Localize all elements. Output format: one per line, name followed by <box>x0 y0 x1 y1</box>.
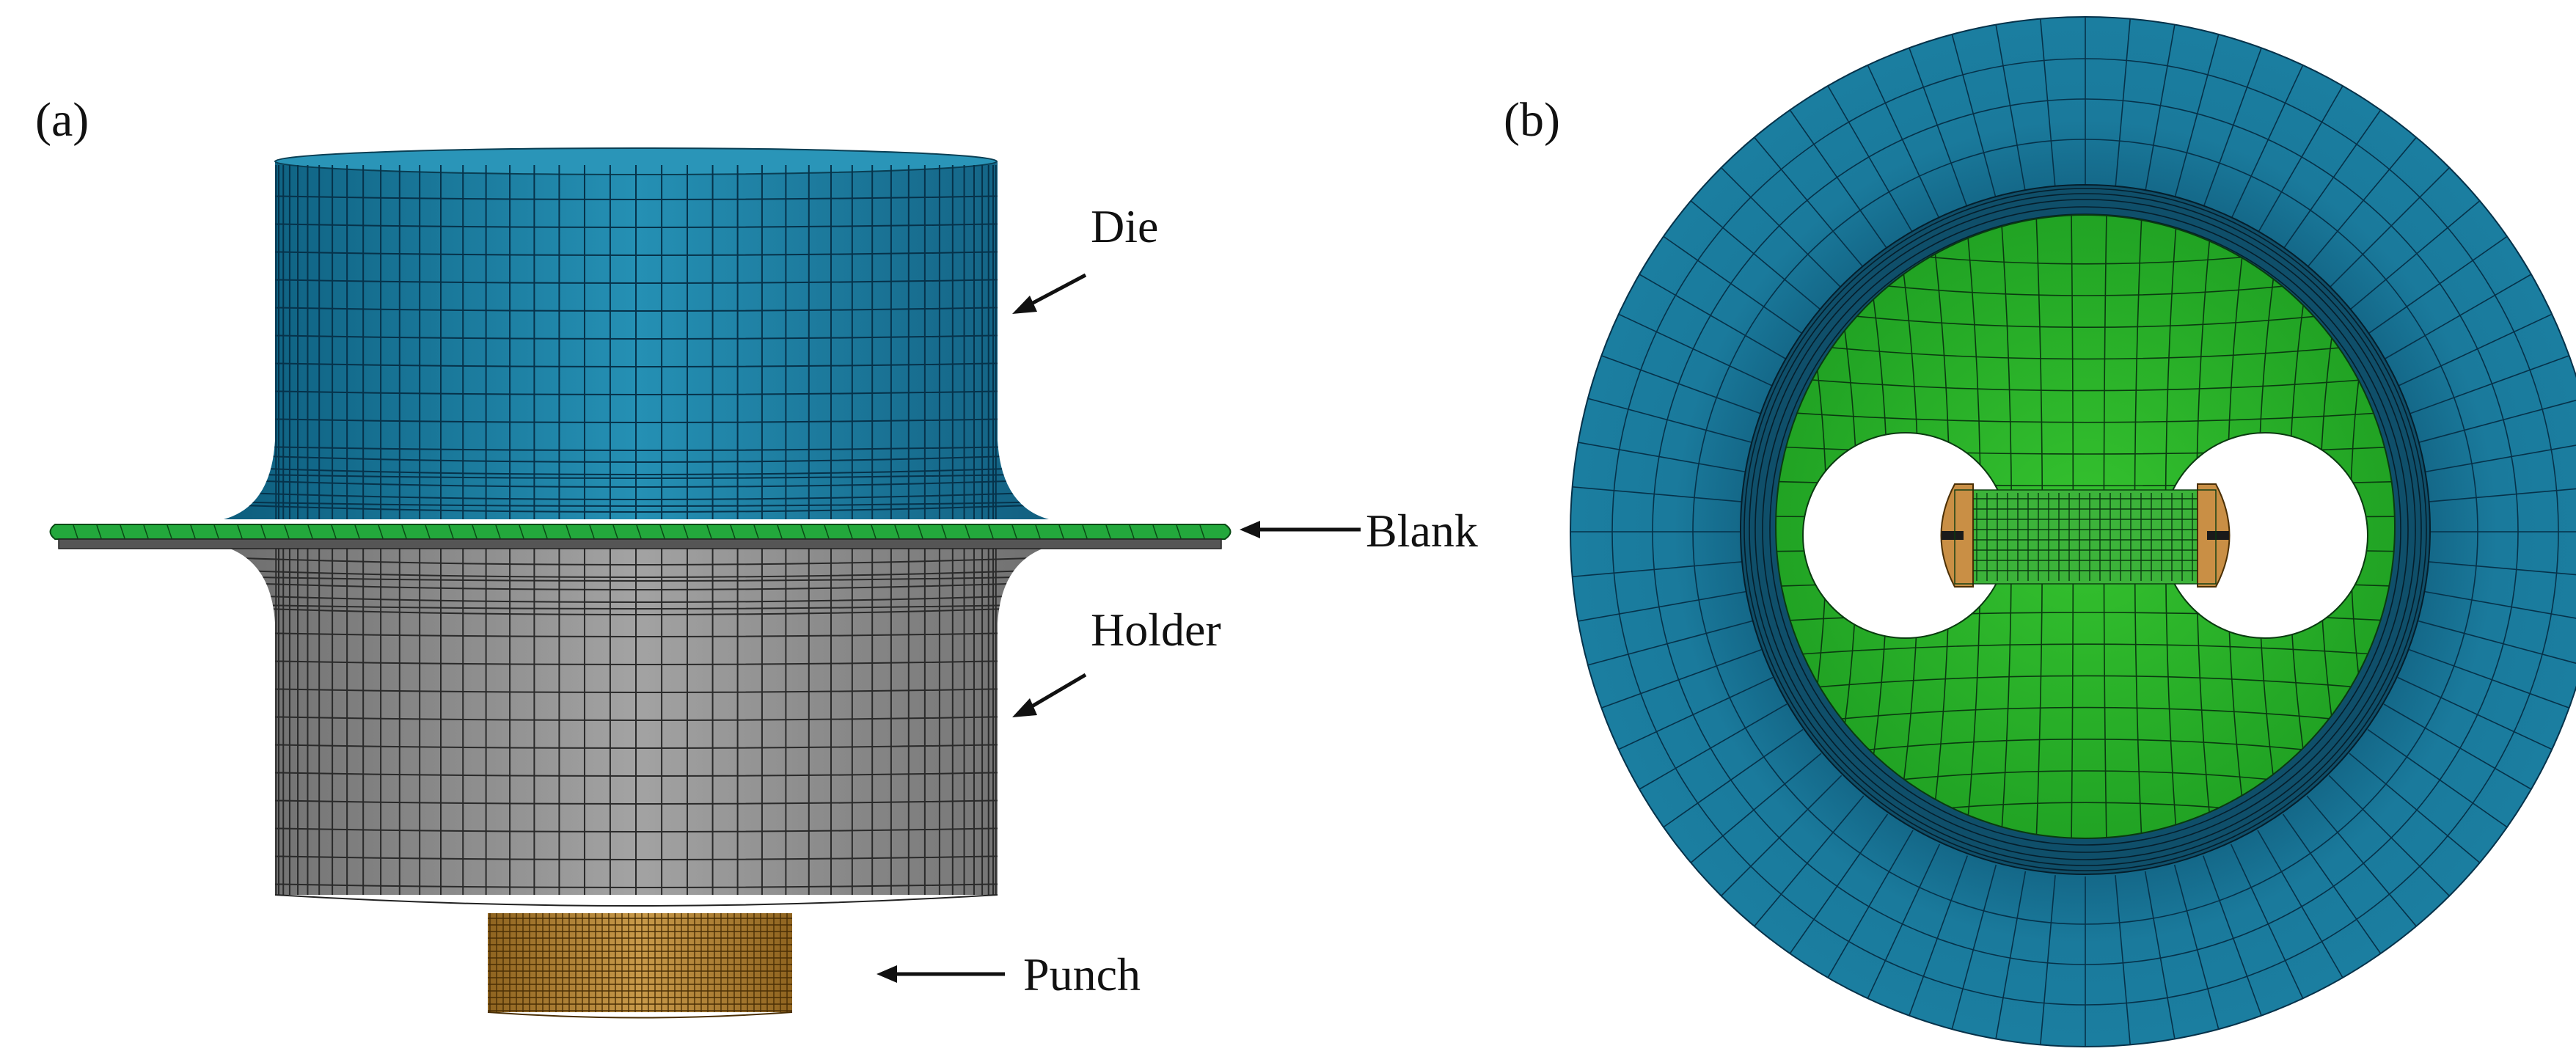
punch-label: Punch <box>1023 948 1141 1000</box>
holder-label: Holder <box>1091 604 1221 656</box>
panel-a: (a) Die <box>35 93 1478 1019</box>
punch-callout: Punch <box>877 948 1141 1000</box>
die-label: Die <box>1091 200 1158 252</box>
punch-top-view <box>1940 483 2231 588</box>
die-callout: Die <box>1012 200 1158 314</box>
holder-callout: Holder <box>1012 604 1221 717</box>
panel-b-label: (b) <box>1504 93 1560 147</box>
slot-holes <box>1802 432 2368 639</box>
punch-part <box>487 913 793 1019</box>
panel-b: (b) <box>1504 16 2576 1047</box>
blank-callout: Blank <box>1240 505 1478 557</box>
holder-part <box>224 546 1049 907</box>
blank-label: Blank <box>1366 505 1478 557</box>
blank-part <box>49 524 1232 549</box>
panel-a-label: (a) <box>35 93 89 147</box>
die-part <box>224 147 1049 519</box>
